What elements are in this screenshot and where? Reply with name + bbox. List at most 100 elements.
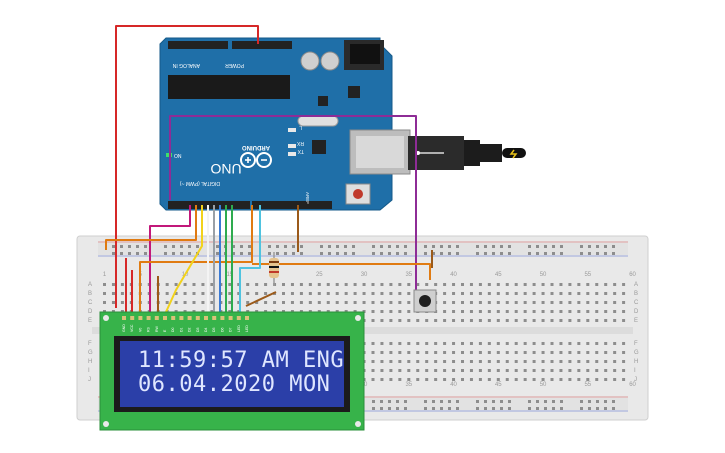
breadboard-hole[interactable] bbox=[326, 283, 330, 286]
breadboard-hole[interactable] bbox=[461, 310, 464, 313]
breadboard-hole[interactable] bbox=[240, 252, 243, 255]
breadboard-hole[interactable] bbox=[586, 310, 590, 313]
breadboard-hole[interactable] bbox=[111, 301, 115, 304]
breadboard-hole[interactable] bbox=[120, 283, 124, 286]
breadboard-hole[interactable] bbox=[532, 342, 536, 345]
breadboard-hole[interactable] bbox=[180, 252, 183, 255]
breadboard-hole[interactable] bbox=[398, 310, 402, 313]
breadboard-hole[interactable] bbox=[544, 252, 547, 255]
breadboard-hole[interactable] bbox=[389, 378, 393, 381]
breadboard-hole[interactable] bbox=[380, 360, 384, 363]
breadboard-hole[interactable] bbox=[580, 245, 583, 248]
breadboard-hole[interactable] bbox=[560, 407, 563, 410]
breadboard-hole[interactable] bbox=[112, 252, 115, 255]
breadboard-hole[interactable] bbox=[103, 292, 106, 295]
breadboard-hole[interactable] bbox=[496, 378, 500, 381]
breadboard-hole[interactable] bbox=[461, 292, 464, 295]
breadboard-hole[interactable] bbox=[196, 245, 199, 248]
breadboard-hole[interactable] bbox=[424, 400, 427, 403]
breadboard-hole[interactable] bbox=[404, 245, 407, 248]
breadboard-hole[interactable] bbox=[335, 301, 339, 304]
breadboard-hole[interactable] bbox=[362, 283, 366, 286]
breadboard-hole[interactable] bbox=[496, 310, 500, 313]
breadboard-hole[interactable] bbox=[440, 245, 443, 248]
breadboard-hole[interactable] bbox=[487, 342, 491, 345]
breadboard-hole[interactable] bbox=[604, 245, 607, 248]
breadboard-hole[interactable] bbox=[268, 252, 271, 255]
breadboard-hole[interactable] bbox=[120, 245, 123, 248]
breadboard-hole[interactable] bbox=[604, 283, 608, 286]
lcd-pin[interactable] bbox=[204, 316, 208, 320]
breadboard-hole[interactable] bbox=[237, 301, 241, 304]
breadboard-hole[interactable] bbox=[372, 407, 375, 410]
breadboard-hole[interactable] bbox=[264, 292, 268, 295]
breadboard-hole[interactable] bbox=[344, 292, 348, 295]
breadboard-hole[interactable] bbox=[398, 319, 402, 322]
breadboard-hole[interactable] bbox=[532, 319, 536, 322]
breadboard-hole[interactable] bbox=[216, 245, 219, 248]
breadboard-hole[interactable] bbox=[372, 252, 375, 255]
breadboard-hole[interactable] bbox=[425, 283, 429, 286]
breadboard-hole[interactable] bbox=[371, 283, 375, 286]
breadboard-hole[interactable] bbox=[613, 378, 617, 381]
breadboard-hole[interactable] bbox=[371, 360, 375, 363]
breadboard-hole[interactable] bbox=[228, 301, 232, 304]
breadboard-hole[interactable] bbox=[443, 292, 447, 295]
breadboard-hole[interactable] bbox=[487, 319, 491, 322]
breadboard-hole[interactable] bbox=[144, 245, 147, 248]
breadboard-hole[interactable] bbox=[371, 378, 375, 381]
breadboard-hole[interactable] bbox=[434, 351, 438, 354]
breadboard-hole[interactable] bbox=[505, 319, 509, 322]
breadboard-hole[interactable] bbox=[276, 252, 279, 255]
breadboard-hole[interactable] bbox=[443, 369, 447, 372]
breadboard-hole[interactable] bbox=[317, 292, 321, 295]
breadboard-hole[interactable] bbox=[352, 252, 355, 255]
breadboard-hole[interactable] bbox=[165, 301, 169, 304]
breadboard-hole[interactable] bbox=[210, 301, 214, 304]
breadboard-hole[interactable] bbox=[448, 245, 451, 248]
breadboard-hole[interactable] bbox=[496, 342, 500, 345]
breadboard-hole[interactable] bbox=[248, 252, 251, 255]
breadboard-hole[interactable] bbox=[613, 310, 617, 313]
breadboard-hole[interactable] bbox=[380, 407, 383, 410]
breadboard-hole[interactable] bbox=[559, 292, 563, 295]
breadboard-hole[interactable] bbox=[550, 369, 554, 372]
breadboard-hole[interactable] bbox=[505, 342, 509, 345]
breadboard-hole[interactable] bbox=[432, 245, 435, 248]
breadboard-hole[interactable] bbox=[398, 360, 402, 363]
breadboard-hole[interactable] bbox=[577, 292, 581, 295]
breadboard-hole[interactable] bbox=[469, 342, 473, 345]
breadboard-hole[interactable] bbox=[183, 292, 187, 295]
breadboard-hole[interactable] bbox=[514, 378, 518, 381]
breadboard-hole[interactable] bbox=[613, 283, 617, 286]
pushbutton[interactable] bbox=[413, 289, 437, 313]
breadboard-hole[interactable] bbox=[416, 351, 420, 354]
breadboard-hole[interactable] bbox=[622, 360, 626, 363]
breadboard-hole[interactable] bbox=[469, 378, 473, 381]
breadboard-hole[interactable] bbox=[416, 283, 420, 286]
breadboard-hole[interactable] bbox=[559, 378, 563, 381]
breadboard-hole[interactable] bbox=[432, 252, 435, 255]
breadboard-hole[interactable] bbox=[398, 292, 402, 295]
breadboard-hole[interactable] bbox=[523, 292, 527, 295]
breadboard-hole[interactable] bbox=[174, 292, 178, 295]
breadboard-hole[interactable] bbox=[404, 252, 407, 255]
breadboard-hole[interactable] bbox=[432, 407, 435, 410]
lcd-pin[interactable] bbox=[195, 316, 200, 320]
breadboard-hole[interactable] bbox=[290, 283, 294, 286]
breadboard-hole[interactable] bbox=[282, 301, 285, 304]
breadboard-hole[interactable] bbox=[604, 351, 608, 354]
breadboard-hole[interactable] bbox=[469, 360, 473, 363]
breadboard-hole[interactable] bbox=[172, 245, 175, 248]
breadboard-hole[interactable] bbox=[550, 351, 554, 354]
breadboard-hole[interactable] bbox=[469, 301, 473, 304]
breadboard-hole[interactable] bbox=[559, 342, 563, 345]
breadboard-hole[interactable] bbox=[353, 301, 357, 304]
breadboard-hole[interactable] bbox=[290, 292, 294, 295]
breadboard-hole[interactable] bbox=[344, 252, 347, 255]
breadboard-hole[interactable] bbox=[476, 252, 479, 255]
lcd-pin[interactable] bbox=[146, 316, 151, 320]
breadboard-hole[interactable] bbox=[328, 245, 331, 248]
breadboard-hole[interactable] bbox=[612, 400, 615, 403]
breadboard-hole[interactable] bbox=[398, 283, 402, 286]
